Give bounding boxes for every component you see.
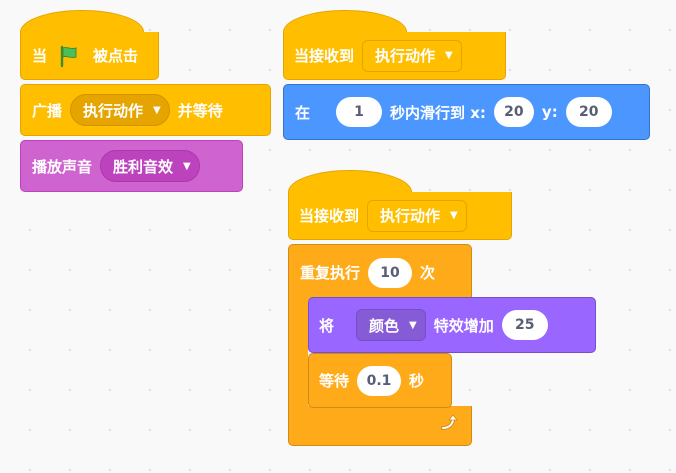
- repeat-block-side: [288, 298, 308, 410]
- broadcast-message-value: 执行动作: [83, 101, 144, 120]
- chevron-down-icon: ▼: [445, 50, 453, 61]
- and-wait-label: 并等待: [177, 101, 223, 120]
- when-i-receive-block[interactable]: 当接收到 执行动作 ▼: [283, 32, 506, 80]
- when-flag-clicked-block[interactable]: 当 被点击: [20, 32, 159, 80]
- green-flag-icon: [57, 44, 81, 68]
- receive-message-value: 执行动作: [375, 47, 436, 65]
- play-sound-block[interactable]: 播放声音 胜利音效 ▼: [20, 140, 243, 192]
- effect-by-label: 特效增加: [433, 316, 494, 335]
- chevron-down-icon: ▼: [183, 160, 191, 172]
- repeat-block-foot[interactable]: [288, 406, 472, 446]
- receive-message-dropdown[interactable]: 执行动作 ▼: [362, 39, 462, 72]
- wait-seconds-label: 秒: [409, 372, 425, 390]
- broadcast-message-dropdown[interactable]: 执行动作 ▼: [70, 94, 170, 126]
- repeat-times-input[interactable]: 10: [368, 257, 413, 288]
- glide-x-input[interactable]: 20: [493, 97, 534, 127]
- repeat-label: 重复执行: [300, 264, 361, 282]
- when-receive-label: 当接收到: [299, 207, 360, 225]
- play-sound-label: 播放声音: [32, 157, 93, 176]
- glide-seconds-input[interactable]: 1: [336, 97, 383, 127]
- glide-y-input[interactable]: 20: [565, 97, 612, 127]
- clicked-label: 被点击: [93, 47, 139, 65]
- receive-message-dropdown[interactable]: 执行动作 ▼: [367, 199, 467, 232]
- wait-block[interactable]: 等待 0.1 秒: [308, 353, 452, 408]
- glide-to-label: 秒内滑行到 x:: [390, 103, 486, 122]
- effect-amount-input[interactable]: 25: [501, 310, 548, 340]
- glide-to-xy-block[interactable]: 在 1 秒内滑行到 x: 20 y: 20: [283, 84, 650, 140]
- chevron-down-icon: ▼: [450, 210, 458, 221]
- wait-label: 等待: [319, 372, 350, 390]
- when-label: 当: [32, 47, 48, 65]
- repeat-times-label: 次: [420, 264, 436, 282]
- receive-message-value: 执行动作: [380, 207, 441, 225]
- change-label: 将: [319, 316, 335, 335]
- broadcast-and-wait-block[interactable]: 广播 执行动作 ▼ 并等待: [20, 84, 271, 136]
- sound-value: 胜利音效: [113, 157, 174, 176]
- repeat-block-arm[interactable]: 重复执行 10 次: [288, 244, 472, 300]
- chevron-down-icon: ▼: [153, 104, 161, 116]
- effect-dropdown[interactable]: 颜色 ▼: [356, 309, 426, 341]
- glide-in-label: 在: [295, 103, 311, 122]
- glide-y-label: y:: [541, 103, 558, 121]
- wait-seconds-input[interactable]: 0.1: [357, 365, 402, 396]
- when-i-receive-block[interactable]: 当接收到 执行动作 ▼: [288, 192, 512, 240]
- sound-dropdown[interactable]: 胜利音效 ▼: [100, 150, 200, 182]
- effect-value: 颜色: [369, 316, 400, 335]
- chevron-down-icon: ▼: [409, 319, 417, 331]
- change-effect-block[interactable]: 将 颜色 ▼ 特效增加 25: [308, 297, 596, 353]
- loop-arrow-icon: [439, 413, 459, 437]
- broadcast-label: 广播: [32, 101, 63, 120]
- when-receive-label: 当接收到: [294, 47, 355, 65]
